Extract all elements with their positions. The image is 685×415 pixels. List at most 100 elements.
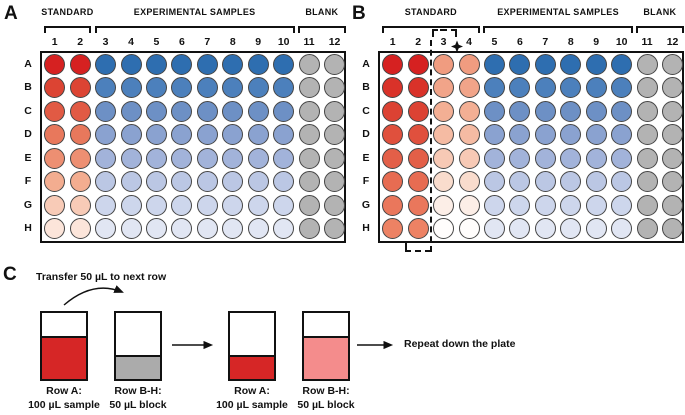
group-bracket [381,26,480,33]
well [120,217,142,239]
well [509,100,531,122]
well [145,77,167,99]
column-label: 10 [615,36,628,48]
well [433,100,455,122]
well [636,124,658,146]
tube-fill [304,336,348,379]
column-label: 1 [51,36,58,48]
well [196,147,218,169]
well [509,217,531,239]
well [196,217,218,239]
well [483,77,505,99]
well [95,194,117,216]
well [458,54,480,75]
well [483,54,505,75]
well [433,194,455,216]
column-label: 3 [440,36,447,48]
well [611,147,633,169]
well [382,100,404,122]
well [222,147,244,169]
well [44,100,66,122]
well [247,194,269,216]
transfer-curved-arrow [63,285,124,306]
well [636,54,658,75]
well [382,217,404,239]
well [247,171,269,193]
well [611,217,633,239]
well [662,171,684,193]
well [196,171,218,193]
well [585,194,607,216]
row-label: B [362,81,370,94]
well [407,77,429,99]
column-label: 6 [516,36,523,48]
well [458,124,480,146]
well [171,77,193,99]
well [145,54,167,75]
well [273,54,295,75]
repeat-label: Repeat down the plate [404,338,516,350]
well [407,217,429,239]
row-label: D [24,128,32,141]
well [433,147,455,169]
well [636,217,658,239]
well [636,194,658,216]
well [611,77,633,99]
column-label: 3 [102,36,109,48]
well [145,147,167,169]
well [247,147,269,169]
column-label: 10 [277,36,290,48]
well [534,124,556,146]
group-bracket [94,26,295,33]
well [483,171,505,193]
column-label: 7 [542,36,549,48]
panel-c-label: C [3,264,17,285]
well [458,171,480,193]
well [560,54,582,75]
well [44,77,66,99]
group-label-standard: STANDARD [404,7,457,17]
column-label: 6 [178,36,185,48]
well [44,194,66,216]
column-label: 5 [153,36,160,48]
well [120,171,142,193]
well [145,171,167,193]
well [247,77,269,99]
well [95,77,117,99]
well [483,217,505,239]
well [534,147,556,169]
well [407,147,429,169]
well [171,147,193,169]
well [196,194,218,216]
well [636,77,658,99]
well [560,217,582,239]
group-label-standard: STANDARD [41,7,94,17]
well [534,100,556,122]
well [145,217,167,239]
well [196,54,218,75]
well [247,217,269,239]
well [95,100,117,122]
well [69,54,91,75]
row-label: H [24,221,32,234]
tube-caption: Row B-H: 50 µL block [268,385,384,412]
well [534,171,556,193]
well [171,171,193,193]
well [145,124,167,146]
column-label: 11 [641,36,653,48]
column-label: 5 [491,36,498,48]
well [483,194,505,216]
well [382,54,404,75]
well [69,171,91,193]
well [324,54,346,75]
well [662,147,684,169]
well [273,147,295,169]
well [382,77,404,99]
well [324,194,346,216]
caption-line2: 50 µL block [109,398,167,411]
row-label: F [24,175,32,188]
tube-caption: Row A: 100 µL sample [6,385,122,412]
group-label-experimental-samples: EXPERIMENTAL SAMPLES [497,7,619,17]
column-label: 12 [328,36,341,48]
column-label: 9 [255,36,262,48]
